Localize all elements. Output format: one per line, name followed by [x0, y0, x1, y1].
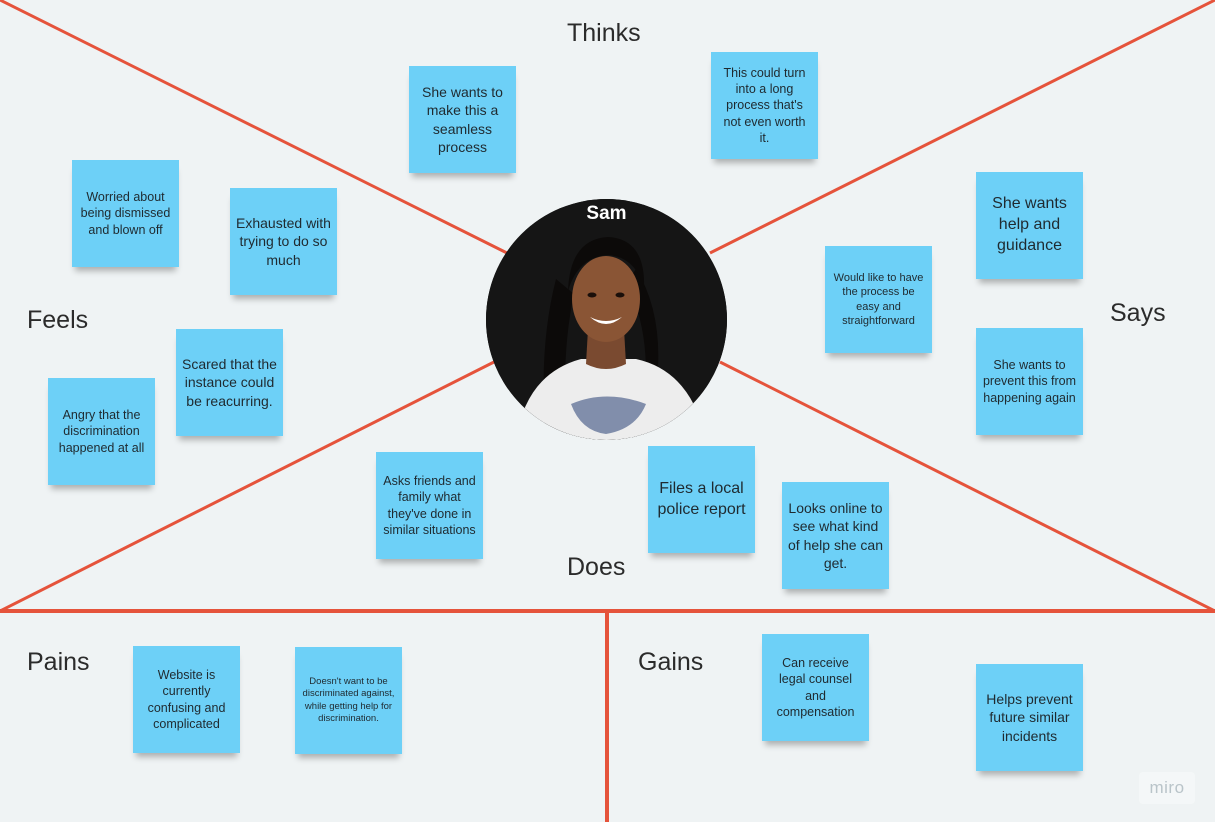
sticky-note-feels-4[interactable]: Angry that the discrimination happened a… [48, 378, 155, 485]
label-says: Says [1110, 299, 1166, 327]
sticky-note-does-2[interactable]: Files a local police report [648, 446, 755, 553]
sticky-note-says-1[interactable]: She wants help and guidance [976, 172, 1083, 279]
sticky-note-gains-2[interactable]: Helps prevent future similar incidents [976, 664, 1083, 771]
sticky-note-text: Angry that the discrimination happened a… [58, 408, 145, 455]
diagonal-bottom-right [719, 360, 1215, 613]
diagonal-top-right [709, 0, 1215, 255]
sticky-note-does-3[interactable]: Looks online to see what kind of help sh… [782, 482, 889, 589]
sticky-note-feels-1[interactable]: Worried about being dismissed and blown … [72, 160, 179, 267]
sticky-note-text: Files a local police report [657, 479, 746, 518]
persona-portrait-icon [486, 199, 727, 440]
persona-name: Sam [586, 203, 627, 224]
sticky-note-says-3[interactable]: She wants to prevent this from happening… [976, 328, 1083, 435]
sticky-note-text: Worried about being dismissed and blown … [80, 190, 171, 237]
sticky-note-text: Website is currently confusing and compl… [147, 668, 226, 731]
diagonal-bottom-left [0, 360, 495, 613]
sticky-note-text: Exhausted with trying to do so much [236, 215, 331, 268]
sticky-note-text: Looks online to see what kind of help sh… [788, 500, 883, 571]
label-does: Does [567, 553, 626, 581]
label-gains: Gains [638, 648, 704, 676]
diagonal-top-left [0, 0, 508, 255]
sticky-note-text: Would like to have the process be easy a… [833, 271, 924, 327]
sticky-note-text: Asks friends and family what they've don… [383, 474, 476, 537]
miro-watermark: miro [1139, 772, 1195, 804]
persona-avatar[interactable] [486, 199, 727, 440]
sticky-note-thinks-2[interactable]: This could turn into a long process that… [711, 52, 818, 159]
sticky-note-text: Helps prevent future similar incidents [986, 691, 1073, 744]
sticky-note-pains-2[interactable]: Doesn't want to be discriminated against… [295, 647, 402, 754]
sticky-note-text: She wants help and guidance [992, 195, 1067, 254]
sticky-note-text: Doesn't want to be discriminated against… [302, 675, 395, 724]
sticky-note-text: This could turn into a long process that… [723, 65, 806, 145]
label-thinks: Thinks [567, 19, 641, 47]
label-pains: Pains [27, 648, 90, 676]
sticky-note-pains-1[interactable]: Website is currently confusing and compl… [133, 646, 240, 753]
sticky-note-text: She wants to make this a seamless proces… [422, 84, 503, 155]
sticky-note-text: She wants to prevent this from happening… [982, 358, 1077, 405]
sticky-note-says-2[interactable]: Would like to have the process be easy a… [825, 246, 932, 353]
sticky-note-feels-2[interactable]: Exhausted with trying to do so much [230, 188, 337, 295]
sticky-note-feels-3[interactable]: Scared that the instance could be reacur… [176, 329, 283, 436]
label-feels: Feels [27, 306, 89, 334]
sticky-note-text: Scared that the instance could be reacur… [182, 356, 277, 409]
sticky-note-does-1[interactable]: Asks friends and family what they've don… [376, 452, 483, 559]
sticky-note-gains-1[interactable]: Can receive legal counsel and compensati… [762, 634, 869, 741]
sticky-note-thinks-1[interactable]: She wants to make this a seamless proces… [409, 66, 516, 173]
sticky-note-text: Can receive legal counsel and compensati… [776, 656, 855, 719]
